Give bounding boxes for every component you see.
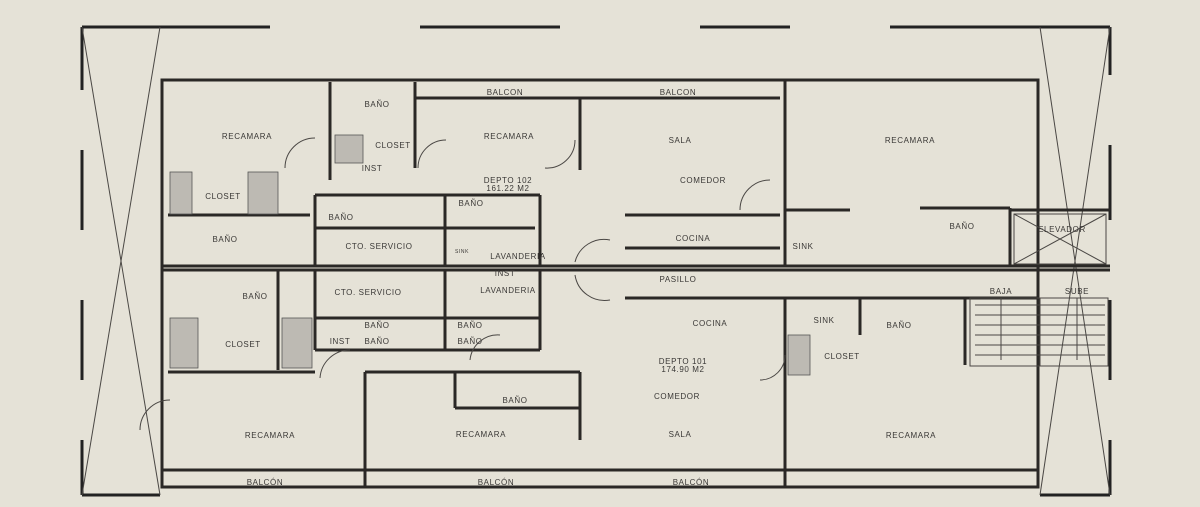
stairs (969, 297, 1109, 367)
closet-fills (169, 134, 811, 376)
label-elevador: ELEVADOR (1038, 225, 1086, 234)
label-bano: BAÑO (212, 235, 237, 244)
unit-area: 174.90 M2 (661, 365, 704, 374)
label-sink: SINK (792, 242, 813, 251)
label-sala: SALA (669, 136, 692, 145)
label-sink: SINK (813, 316, 834, 325)
elevator (1013, 213, 1107, 265)
label-bano: BAÑO (458, 199, 483, 208)
room-labels-depto-102: BALCON BALCON BAÑO RECAMARA RECAMARA SAL… (205, 88, 974, 278)
construction-lines (81, 26, 1111, 496)
label-cocina: COCINA (676, 234, 711, 243)
label-bano: BAÑO (242, 292, 267, 301)
label-bano: BAÑO (457, 337, 482, 346)
label-bano: BAÑO (328, 213, 353, 222)
unit-area: 161.22 M2 (486, 184, 529, 193)
label-sube: SUBE (1065, 287, 1089, 296)
label-cto-servicio: CTO. SERVICIO (345, 242, 412, 251)
label-closet: CLOSET (824, 352, 860, 361)
label-recamara: RECAMARA (885, 136, 935, 145)
label-inst: INST (362, 164, 383, 173)
label-closet: CLOSET (375, 141, 411, 150)
common-labels: ELEVADOR PASILLO BAJA SUBE (660, 225, 1089, 296)
label-recamara: RECAMARA (886, 431, 936, 440)
label-recamara: RECAMARA (484, 132, 534, 141)
label-bano: BAÑO (364, 337, 389, 346)
label-inst: INST (495, 269, 516, 278)
label-recamara: RECAMARA (456, 430, 506, 439)
walls (160, 78, 1110, 489)
label-closet: CLOSET (205, 192, 241, 201)
label-recamara: RECAMARA (222, 132, 272, 141)
frame (80, 25, 1112, 497)
label-balcon: BALCON (660, 88, 697, 97)
label-cocina: COCINA (693, 319, 728, 328)
label-pasillo: PASILLO (660, 275, 697, 284)
label-cto-servicio: CTO. SERVICIO (334, 288, 401, 297)
label-bano: BAÑO (502, 396, 527, 405)
label-balcon: BALCON (487, 88, 524, 97)
unit-name: DEPTO 101 (659, 357, 707, 366)
room-labels-depto-101: BAÑO CTO. SERVICIO LAVANDERIA COCINA SIN… (225, 286, 936, 487)
label-balcon: BALCÓN (478, 478, 515, 487)
label-comedor: COMEDOR (680, 176, 726, 185)
door-swings (139, 137, 786, 431)
label-lavanderia: LAVANDERIA (490, 252, 546, 261)
label-sink: SINK (455, 249, 469, 255)
label-lavanderia: LAVANDERIA (480, 286, 536, 295)
label-bano: BAÑO (949, 222, 974, 231)
label-bano: BAÑO (364, 100, 389, 109)
label-baja: BAJA (990, 287, 1012, 296)
label-closet: CLOSET (225, 340, 261, 349)
label-comedor: COMEDOR (654, 392, 700, 401)
label-bano: BAÑO (457, 321, 482, 330)
label-sala: SALA (669, 430, 692, 439)
label-balcon: BALCÓN (247, 478, 284, 487)
label-bano: BAÑO (886, 321, 911, 330)
label-balcon: BALCÓN (673, 478, 710, 487)
unit-name: DEPTO 102 (484, 176, 532, 185)
label-recamara: RECAMARA (245, 431, 295, 440)
label-inst: INST (330, 337, 351, 346)
label-bano: BAÑO (364, 321, 389, 330)
